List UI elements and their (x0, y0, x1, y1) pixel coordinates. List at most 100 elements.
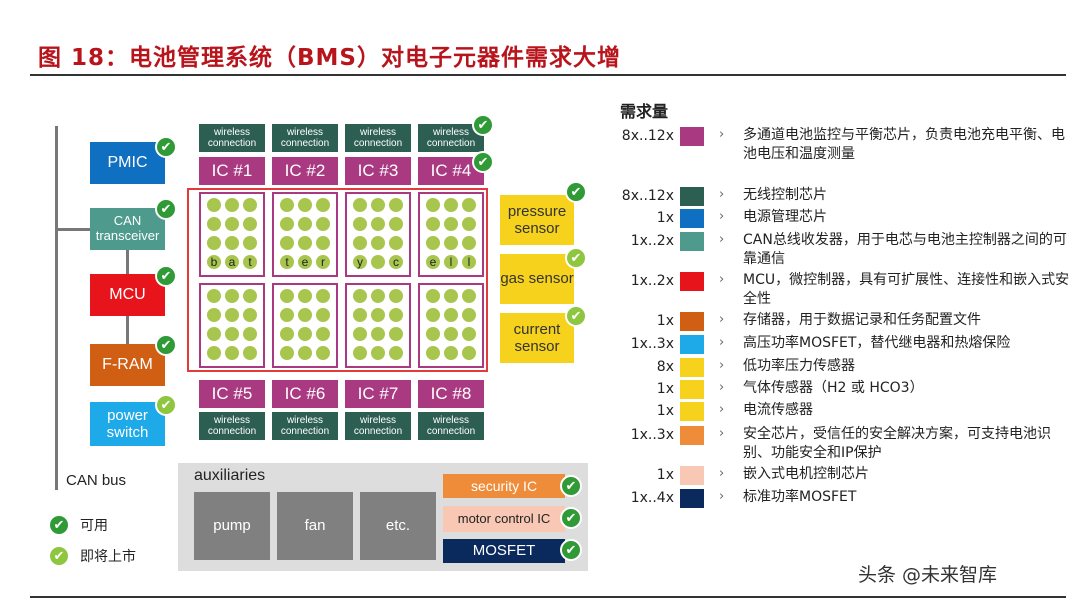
requirement-row: 1x›电流传感器 (600, 401, 1070, 421)
cell-dot (353, 236, 367, 250)
ic-block: IC #7 (345, 380, 411, 408)
cell-dot (462, 255, 476, 269)
requirement-description: 多通道电池监控与平衡芯片，负责电池充电平衡、电池电压和温度测量 (743, 127, 1065, 162)
requirement-description: 气体传感器（H2 或 HCO3） (743, 380, 924, 396)
wireless-block: wireless connection (345, 124, 411, 152)
cell-dot (353, 308, 367, 322)
cell-dot (426, 255, 440, 269)
chevron-right-icon: › (719, 335, 725, 350)
ic-label: IC #1 (211, 161, 253, 181)
legend-coming-soon-label: 即将上市 (80, 549, 136, 565)
cell-dot (371, 198, 385, 212)
chevron-right-icon: › (719, 232, 725, 247)
cell-dot (353, 327, 367, 341)
wireless-label: wireless connection (280, 127, 330, 149)
cell-dot (316, 327, 330, 341)
pmic-block: PMIC (90, 142, 165, 184)
battery-letter: a (228, 255, 236, 269)
requirement-color-swatch (680, 358, 704, 377)
cell-dot (389, 217, 403, 231)
power-switch-label: power switch (106, 406, 149, 441)
requirement-color-swatch (680, 127, 704, 146)
fan-block: fan (277, 492, 353, 560)
can-transceiver-label: CAN transceiver (95, 213, 160, 243)
requirement-multiplier: 1x..2x (630, 233, 674, 249)
cell-dot (298, 327, 312, 341)
ic-block: IC #1 (199, 157, 265, 185)
battery-letter: l (467, 255, 471, 269)
ic-block: IC #3 (345, 157, 411, 185)
requirement-color-swatch (680, 335, 704, 354)
mcu-label: MCU (109, 285, 146, 303)
cell-dot (298, 217, 312, 231)
cell-dot (389, 289, 403, 303)
cell-dot (371, 217, 385, 231)
cell-dot (243, 327, 257, 341)
cell-dot (462, 236, 476, 250)
battery-letter: e (301, 255, 309, 269)
requirement-color-swatch (680, 209, 704, 228)
cell-dot (298, 255, 312, 269)
requirement-description: 嵌入式电机控制芯片 (743, 466, 869, 482)
wireless-label: wireless connection (353, 127, 403, 149)
ic-label: IC #8 (430, 384, 472, 404)
etc-block: etc. (360, 492, 436, 560)
cell-dot (207, 308, 221, 322)
chevron-right-icon: › (719, 489, 725, 504)
cell-dot (225, 327, 239, 341)
requirement-multiplier: 1x (656, 403, 674, 419)
check-icon: ✔ (565, 247, 587, 269)
cell-dot (426, 236, 440, 250)
requirement-multiplier: 1x (656, 210, 674, 226)
requirement-row: 1x›气体传感器（H2 或 HCO3） (600, 379, 1070, 399)
gas-sensor-block: gas sensor (500, 254, 574, 304)
requirement-color-swatch (680, 380, 704, 399)
cell-dot (225, 308, 239, 322)
motor-control-ic-label: motor control IC (457, 510, 551, 526)
fan-label: fan (304, 517, 326, 535)
cell-dot (426, 289, 440, 303)
wireless-block: wireless connection (418, 412, 484, 440)
cell-dot (316, 308, 330, 322)
cell-dot (444, 198, 458, 212)
pmic-label: PMIC (107, 153, 148, 171)
check-icon: ✔ (48, 514, 70, 536)
cell-dot (298, 289, 312, 303)
cell-dot (243, 346, 257, 360)
cell-dot (207, 346, 221, 360)
legend-available-label: 可用 (80, 518, 108, 534)
requirement-description: 安全芯片，受信任的安全解决方案，可支持电池识别、功能安全和IP保护 (743, 426, 1051, 461)
ic-label: IC #4 (430, 161, 472, 181)
chevron-right-icon: › (719, 209, 725, 224)
wireless-block: wireless connection (345, 412, 411, 440)
cell-dot (371, 308, 385, 322)
cell-dot (353, 346, 367, 360)
requirement-color-swatch (680, 426, 704, 445)
cell-dot (462, 346, 476, 360)
cell-dot (243, 308, 257, 322)
battery-letter: e (429, 255, 437, 269)
cell-dot (207, 236, 221, 250)
check-icon: ✔ (560, 539, 582, 561)
requirement-multiplier: 1x..4x (630, 490, 674, 506)
check-icon: ✔ (565, 181, 587, 203)
requirement-multiplier: 1x (656, 467, 674, 483)
cell-dot (353, 217, 367, 231)
chevron-right-icon: › (719, 187, 725, 202)
cell-dot (298, 198, 312, 212)
requirement-row: 1x..2x›MCU，微控制器，具有可扩展性、连接性和嵌入式安全性 (600, 271, 1070, 307)
ic-label: IC #6 (284, 384, 326, 404)
requirement-row: 1x..4x›标准功率MOSFET (600, 488, 1070, 508)
requirement-color-swatch (680, 232, 704, 251)
cell-dot (243, 289, 257, 303)
check-icon: ✔ (155, 265, 177, 287)
cell-dot (207, 289, 221, 303)
requirement-description: 电流传感器 (743, 402, 813, 418)
battery-letter: y (357, 255, 363, 269)
check-icon: ✔ (155, 334, 177, 356)
requirement-row: 1x..3x›安全芯片，受信任的安全解决方案，可支持电池识别、功能安全和IP保护 (600, 425, 1070, 461)
battery-letter: l (449, 255, 453, 269)
mosfet-label: MOSFET (472, 542, 536, 560)
cell-dot (298, 308, 312, 322)
pump-label: pump (213, 517, 251, 535)
